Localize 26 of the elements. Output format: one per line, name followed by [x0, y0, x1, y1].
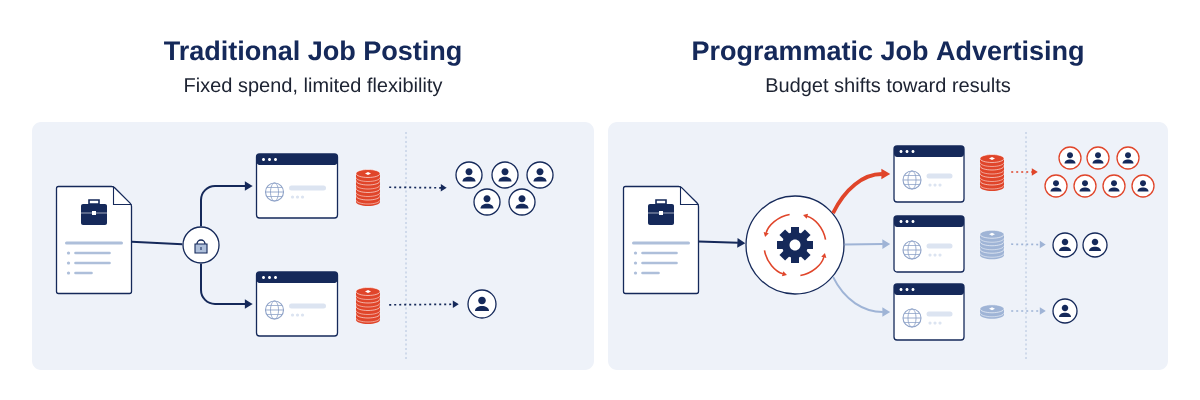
lock-icon	[182, 226, 220, 264]
coin-stack	[979, 304, 1005, 319]
panel-subtitle: Fixed spend, limited flexibility	[185, 77, 443, 97]
coin-stack	[979, 229, 1005, 260]
panel-subtitle: Budget shifts toward results	[766, 77, 1011, 97]
candidate-group	[1052, 232, 1108, 258]
arrow	[1010, 307, 1046, 315]
candidate-group	[1044, 146, 1155, 198]
panel-heading: Programmatic Job Advertising	[693, 40, 1083, 66]
document-icon	[55, 185, 133, 295]
person-icon	[1052, 298, 1078, 324]
arrow	[388, 300, 459, 308]
browser-window	[893, 283, 965, 341]
document-icon	[622, 185, 700, 295]
coin-stack	[355, 287, 381, 324]
panel-heading: Traditional Job Posting	[164, 40, 461, 66]
gear-hub	[745, 195, 845, 295]
browser-window	[255, 153, 339, 219]
candidate-group	[455, 161, 554, 216]
coin-stack	[355, 169, 381, 206]
arrow	[1010, 168, 1038, 176]
coin-stack	[979, 154, 1005, 191]
person-icon	[467, 289, 497, 319]
browser-window	[255, 271, 339, 337]
browser-window	[893, 215, 965, 273]
browser-window	[893, 145, 965, 203]
